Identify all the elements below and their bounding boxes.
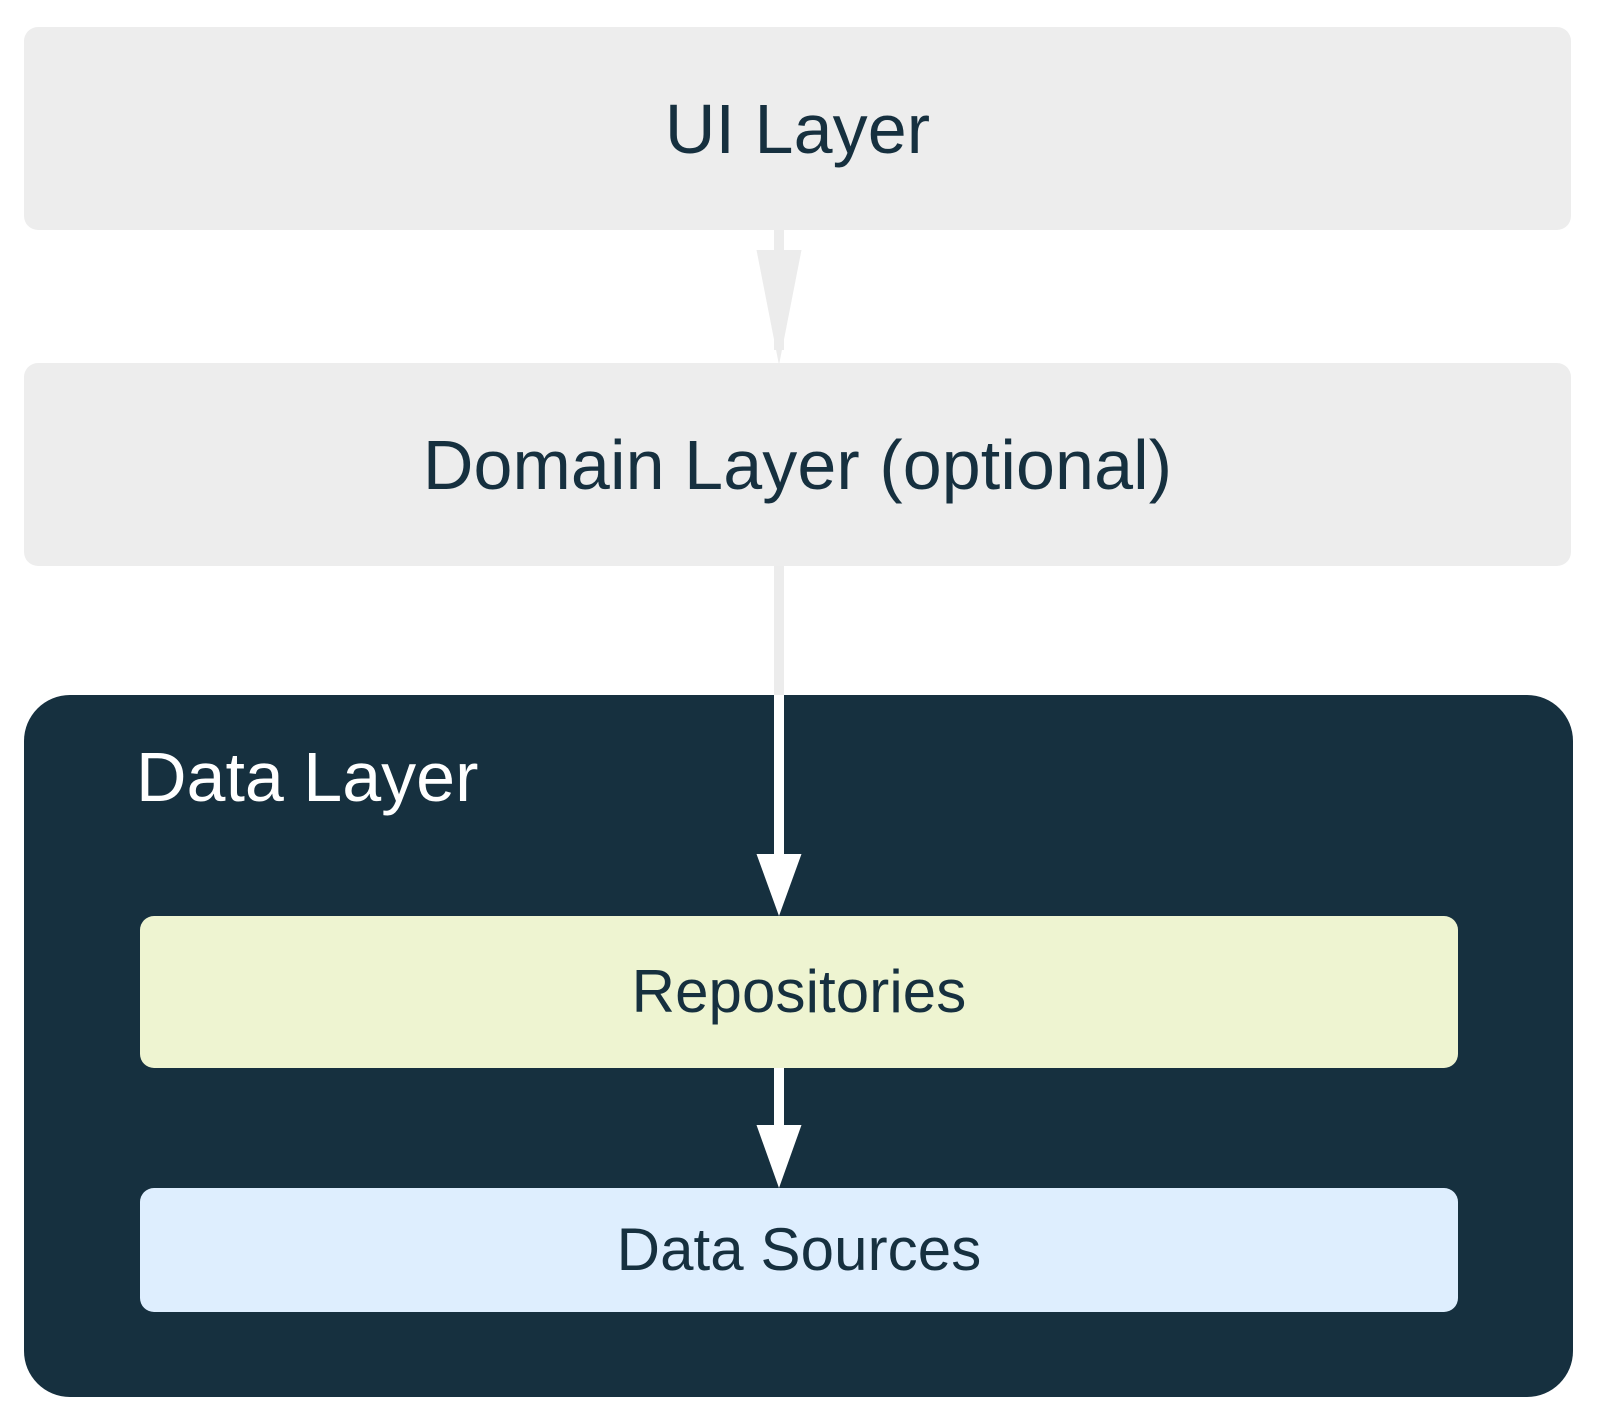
domain-layer-box[interactable]: Domain Layer (optional) — [24, 363, 1571, 566]
data-sources-label: Data Sources — [616, 1216, 982, 1283]
ui-layer-box[interactable]: UI Layer — [24, 27, 1571, 230]
domain-layer-label: Domain Layer (optional) — [422, 425, 1173, 504]
repositories-box[interactable]: Repositories — [140, 916, 1458, 1068]
ui-layer-label: UI Layer — [664, 89, 931, 168]
arrow-ui-to-domain — [756, 230, 802, 365]
data-sources-box[interactable]: Data Sources — [140, 1188, 1458, 1312]
arrow-domain-to-repositories-grey — [774, 565, 784, 705]
data-layer-label: Data Layer — [136, 738, 479, 816]
repositories-label: Repositories — [631, 958, 967, 1025]
